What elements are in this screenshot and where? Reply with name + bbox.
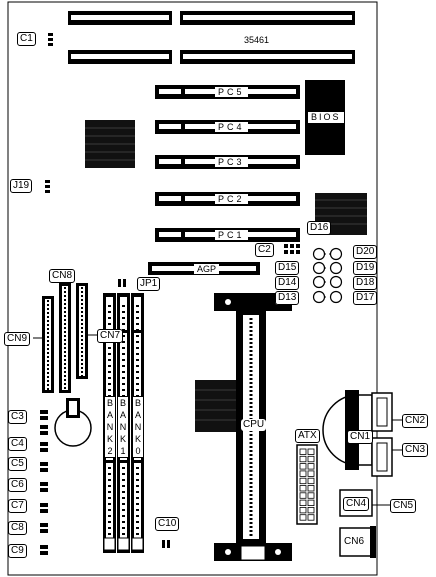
c10-label: C10 bbox=[155, 517, 180, 531]
bank1-label: BANK1 bbox=[117, 396, 129, 458]
atx-label: ATX bbox=[295, 429, 320, 443]
cn9-label: CN9 bbox=[4, 332, 31, 346]
c2-label: C2 bbox=[255, 243, 274, 257]
c9-label: C9 bbox=[8, 544, 27, 558]
bank2-label: BANK2 bbox=[104, 396, 116, 458]
pci-slot-label-pc2: PC2 bbox=[215, 194, 248, 204]
pci-slot-label-pc4: PC4 bbox=[215, 122, 248, 132]
cn7-label: CN7 bbox=[97, 329, 124, 343]
j19-label: J19 bbox=[10, 179, 33, 193]
c6-label: C6 bbox=[8, 478, 27, 492]
cn5-label: CN5 bbox=[390, 499, 417, 513]
pci-slot-label-pc1: PC1 bbox=[215, 230, 248, 240]
bank0-label: BANK0 bbox=[132, 396, 144, 458]
board-number: 35461 bbox=[244, 35, 270, 45]
c7-label: C7 bbox=[8, 499, 27, 513]
c3-label: C3 bbox=[8, 410, 27, 424]
led-label-d17: D17 bbox=[353, 291, 378, 305]
c5-label: C5 bbox=[8, 457, 27, 471]
c4-label: C4 bbox=[8, 437, 27, 451]
cn6-label: CN6 bbox=[342, 536, 367, 548]
pci-slot-label-pc5: PC5 bbox=[215, 87, 248, 97]
cn4-label: CN4 bbox=[343, 497, 370, 511]
led-label-d20: D20 bbox=[353, 245, 378, 259]
cn1-label: CN1 bbox=[347, 430, 374, 444]
atx-pins bbox=[299, 448, 315, 521]
led-label-d14: D14 bbox=[275, 276, 300, 290]
agp-slot-label: AGP bbox=[194, 264, 220, 274]
led-label-d16: D16 bbox=[307, 221, 332, 235]
led-label-d18: D18 bbox=[353, 276, 378, 290]
led-label-d19: D19 bbox=[353, 261, 378, 275]
bios-chip-label: BIOS bbox=[308, 112, 344, 123]
jp1-label: JP1 bbox=[137, 277, 161, 291]
pci-slot-label-pc3: PC3 bbox=[215, 157, 248, 167]
led-label-d15: D15 bbox=[275, 261, 300, 275]
c1-label: C1 bbox=[17, 32, 36, 46]
led-label-d13: D13 bbox=[275, 291, 300, 305]
cn2-label: CN2 bbox=[402, 414, 429, 428]
cn3-label: CN3 bbox=[402, 443, 429, 457]
cn8-label: CN8 bbox=[49, 269, 76, 283]
isa-slots bbox=[68, 11, 355, 64]
c8-label: C8 bbox=[8, 521, 27, 535]
cpu-slot-label: CPU bbox=[241, 419, 267, 431]
